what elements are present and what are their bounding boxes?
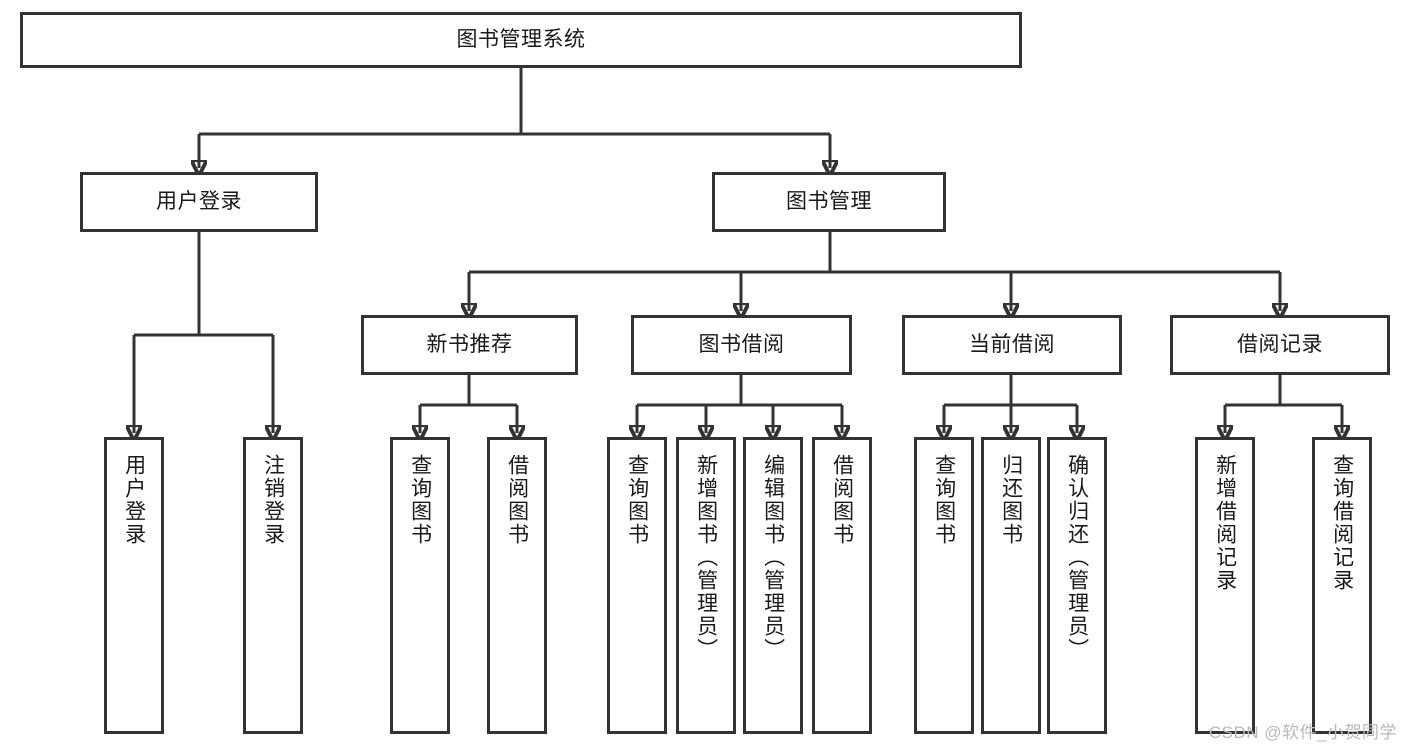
node-user-login-label: 用户登录 <box>156 189 242 213</box>
node-leaf-confirm-return[interactable]: 确认归还（管理员） <box>1047 437 1107 734</box>
node-leaf-add-book-label: 新增图书（管理员） <box>694 454 718 661</box>
node-leaf-edit-book[interactable]: 编辑图书（管理员） <box>743 437 803 734</box>
node-book-management-label: 图书管理 <box>786 189 872 213</box>
node-leaf-add-book[interactable]: 新增图书（管理员） <box>676 437 736 734</box>
node-leaf-add-record[interactable]: 新增借阅记录 <box>1195 437 1255 734</box>
node-root-label: 图书管理系统 <box>456 27 586 51</box>
node-leaf-query-book-1[interactable]: 查询图书 <box>390 437 450 734</box>
node-leaf-confirm-return-label: 确认归还（管理员） <box>1065 454 1089 661</box>
node-book-borrow-label: 图书借阅 <box>698 332 785 356</box>
node-leaf-query-record-label: 查询借阅记录 <box>1330 454 1354 592</box>
node-leaf-edit-book-label: 编辑图书（管理员） <box>761 454 785 661</box>
node-current-borrow-label: 当前借阅 <box>969 332 1055 356</box>
node-new-book-recommend[interactable]: 新书推荐 <box>361 315 578 375</box>
node-leaf-borrow-book-1-label: 借阅图书 <box>505 454 529 546</box>
node-leaf-logout-login[interactable]: 注销登录 <box>243 437 303 734</box>
node-leaf-query-record[interactable]: 查询借阅记录 <box>1312 437 1372 734</box>
node-user-login[interactable]: 用户登录 <box>80 172 318 232</box>
node-book-borrow[interactable]: 图书借阅 <box>631 315 852 375</box>
node-borrow-record-label: 借阅记录 <box>1237 332 1323 356</box>
node-leaf-query-book-2-label: 查询图书 <box>625 454 649 546</box>
node-leaf-logout-login-label: 注销登录 <box>261 454 285 546</box>
node-current-borrow[interactable]: 当前借阅 <box>902 315 1122 375</box>
node-leaf-user-login-label: 用户登录 <box>122 454 146 546</box>
node-leaf-return-book[interactable]: 归还图书 <box>981 437 1041 734</box>
node-leaf-query-book-3-label: 查询图书 <box>932 454 956 546</box>
node-leaf-borrow-book-2[interactable]: 借阅图书 <box>812 437 872 734</box>
watermark: CSDN @软件_小贺同学 <box>1208 723 1397 742</box>
node-book-management[interactable]: 图书管理 <box>712 172 946 232</box>
node-leaf-query-book-2[interactable]: 查询图书 <box>607 437 667 734</box>
node-root[interactable]: 图书管理系统 <box>20 12 1022 68</box>
node-new-book-recommend-label: 新书推荐 <box>426 332 513 356</box>
node-leaf-user-login[interactable]: 用户登录 <box>104 437 164 734</box>
node-borrow-record[interactable]: 借阅记录 <box>1170 315 1390 375</box>
node-leaf-query-book-3[interactable]: 查询图书 <box>914 437 974 734</box>
node-leaf-borrow-book-2-label: 借阅图书 <box>830 454 854 546</box>
node-leaf-add-record-label: 新增借阅记录 <box>1213 454 1237 592</box>
node-leaf-borrow-book-1[interactable]: 借阅图书 <box>487 437 547 734</box>
node-leaf-return-book-label: 归还图书 <box>999 454 1023 546</box>
node-leaf-query-book-1-label: 查询图书 <box>408 454 432 546</box>
